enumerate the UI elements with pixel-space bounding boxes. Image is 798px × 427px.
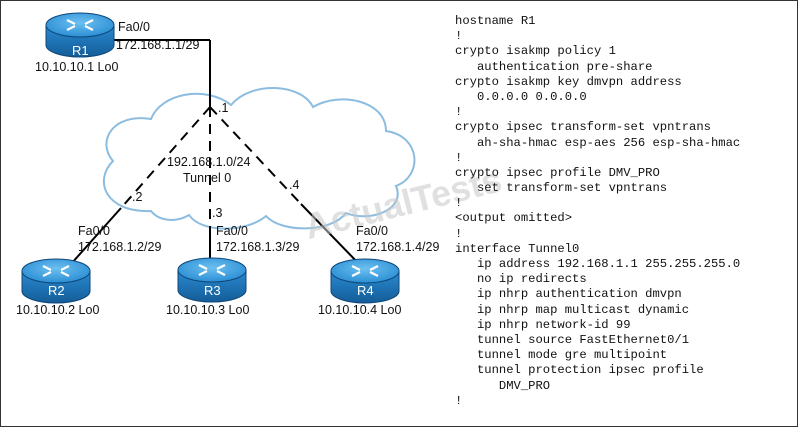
cloud-tunnel-name: Tunnel 0 xyxy=(183,171,231,185)
config-line: ! xyxy=(455,393,463,408)
router-name: R3 xyxy=(204,283,221,298)
cloud-subnet: 192.168.1.0/24 xyxy=(167,155,250,169)
r2-interface: Fa0/0 xyxy=(78,224,110,238)
router-r4[interactable]: R4 xyxy=(330,258,400,304)
router-name: R4 xyxy=(357,283,374,298)
config-line: ah-sha-hmac esp-aes 256 esp-sha-hmac xyxy=(455,135,741,150)
router-name: R1 xyxy=(72,43,89,58)
router-r3[interactable]: R3 xyxy=(177,257,247,303)
router-r1[interactable]: R1 xyxy=(45,12,115,58)
config-line: tunnel source FastEthernet0/1 xyxy=(455,332,690,347)
config-line: ip address 192.168.1.1 255.255.255.0 xyxy=(455,257,741,271)
config-line: ip nhrp map multicast dynamic xyxy=(455,302,690,317)
config-line: ip nhrp authentication dmvpn xyxy=(455,287,682,302)
config-line: DMV_PRO xyxy=(455,378,551,393)
config-line: ! xyxy=(455,196,463,211)
r3-loopback: 10.10.10.3 Lo0 xyxy=(166,303,249,317)
config-line: no ip redirects xyxy=(455,272,587,287)
config-line: tunnel mode gre multipoint xyxy=(455,348,668,363)
config-line: 0.0.0.0 0.0.0.0 xyxy=(455,89,587,104)
r1-ip: 172.168.1.1/29 xyxy=(116,38,199,52)
config-line: ! xyxy=(455,226,463,241)
cloud-r3-host: .3 xyxy=(212,206,222,220)
router-r2[interactable]: R2 xyxy=(21,258,91,304)
config-line: set transform-set vpntrans xyxy=(455,181,668,196)
config-line: ! xyxy=(455,105,463,120)
cloud-hub-host: .1 xyxy=(218,101,228,115)
cloud-r4-host: .4 xyxy=(289,178,299,192)
cloud-r2-host: .2 xyxy=(132,190,142,204)
r3-ip: 172.168.1.3/29 xyxy=(216,240,299,254)
config-line: <output omitted> xyxy=(455,211,573,226)
r1-interface: Fa0/0 xyxy=(118,20,150,34)
tunnel-line-r4 xyxy=(209,106,302,205)
config-line: crypto ipsec transform-set vpntrans xyxy=(455,120,711,135)
config-line: ! xyxy=(455,150,463,165)
router-name: R2 xyxy=(48,283,65,298)
router-icon xyxy=(330,258,400,304)
config-line: crypto isakmp key dmvpn address xyxy=(455,74,682,89)
config-line: hostname R1 xyxy=(455,14,536,28)
router-icon xyxy=(21,258,91,304)
config-line: crypto isakmp policy 1 xyxy=(455,44,616,59)
r2-loopback: 10.10.10.2 Lo0 xyxy=(16,303,99,317)
router-icon xyxy=(177,257,247,303)
tunnel-line-r2 xyxy=(120,106,211,209)
config-line: interface Tunnel0 xyxy=(455,241,580,256)
r2-ip: 172.168.1.2/29 xyxy=(78,240,161,254)
r4-ip: 172.168.1.4/29 xyxy=(356,240,439,254)
config-line: ! xyxy=(455,29,463,44)
config-line: ip nhrp network-id 99 xyxy=(455,317,631,332)
router-config-listing: hostname R1!crypto isakmp policy 1 authe… xyxy=(455,14,795,409)
router-icon xyxy=(45,12,115,58)
r3-interface: Fa0/0 xyxy=(216,224,248,238)
config-line: authentication pre-share xyxy=(455,59,653,74)
config-line: crypto ipsec profile DMV_PRO xyxy=(455,165,660,180)
r1-loopback: 10.10.10.1 Lo0 xyxy=(35,60,118,74)
r4-loopback: 10.10.10.4 Lo0 xyxy=(318,303,401,317)
link-r2-up xyxy=(70,207,122,265)
config-line: tunnel protection ipsec profile xyxy=(455,363,704,378)
link-r4-up xyxy=(300,203,362,267)
r4-interface: Fa0/0 xyxy=(356,224,388,238)
